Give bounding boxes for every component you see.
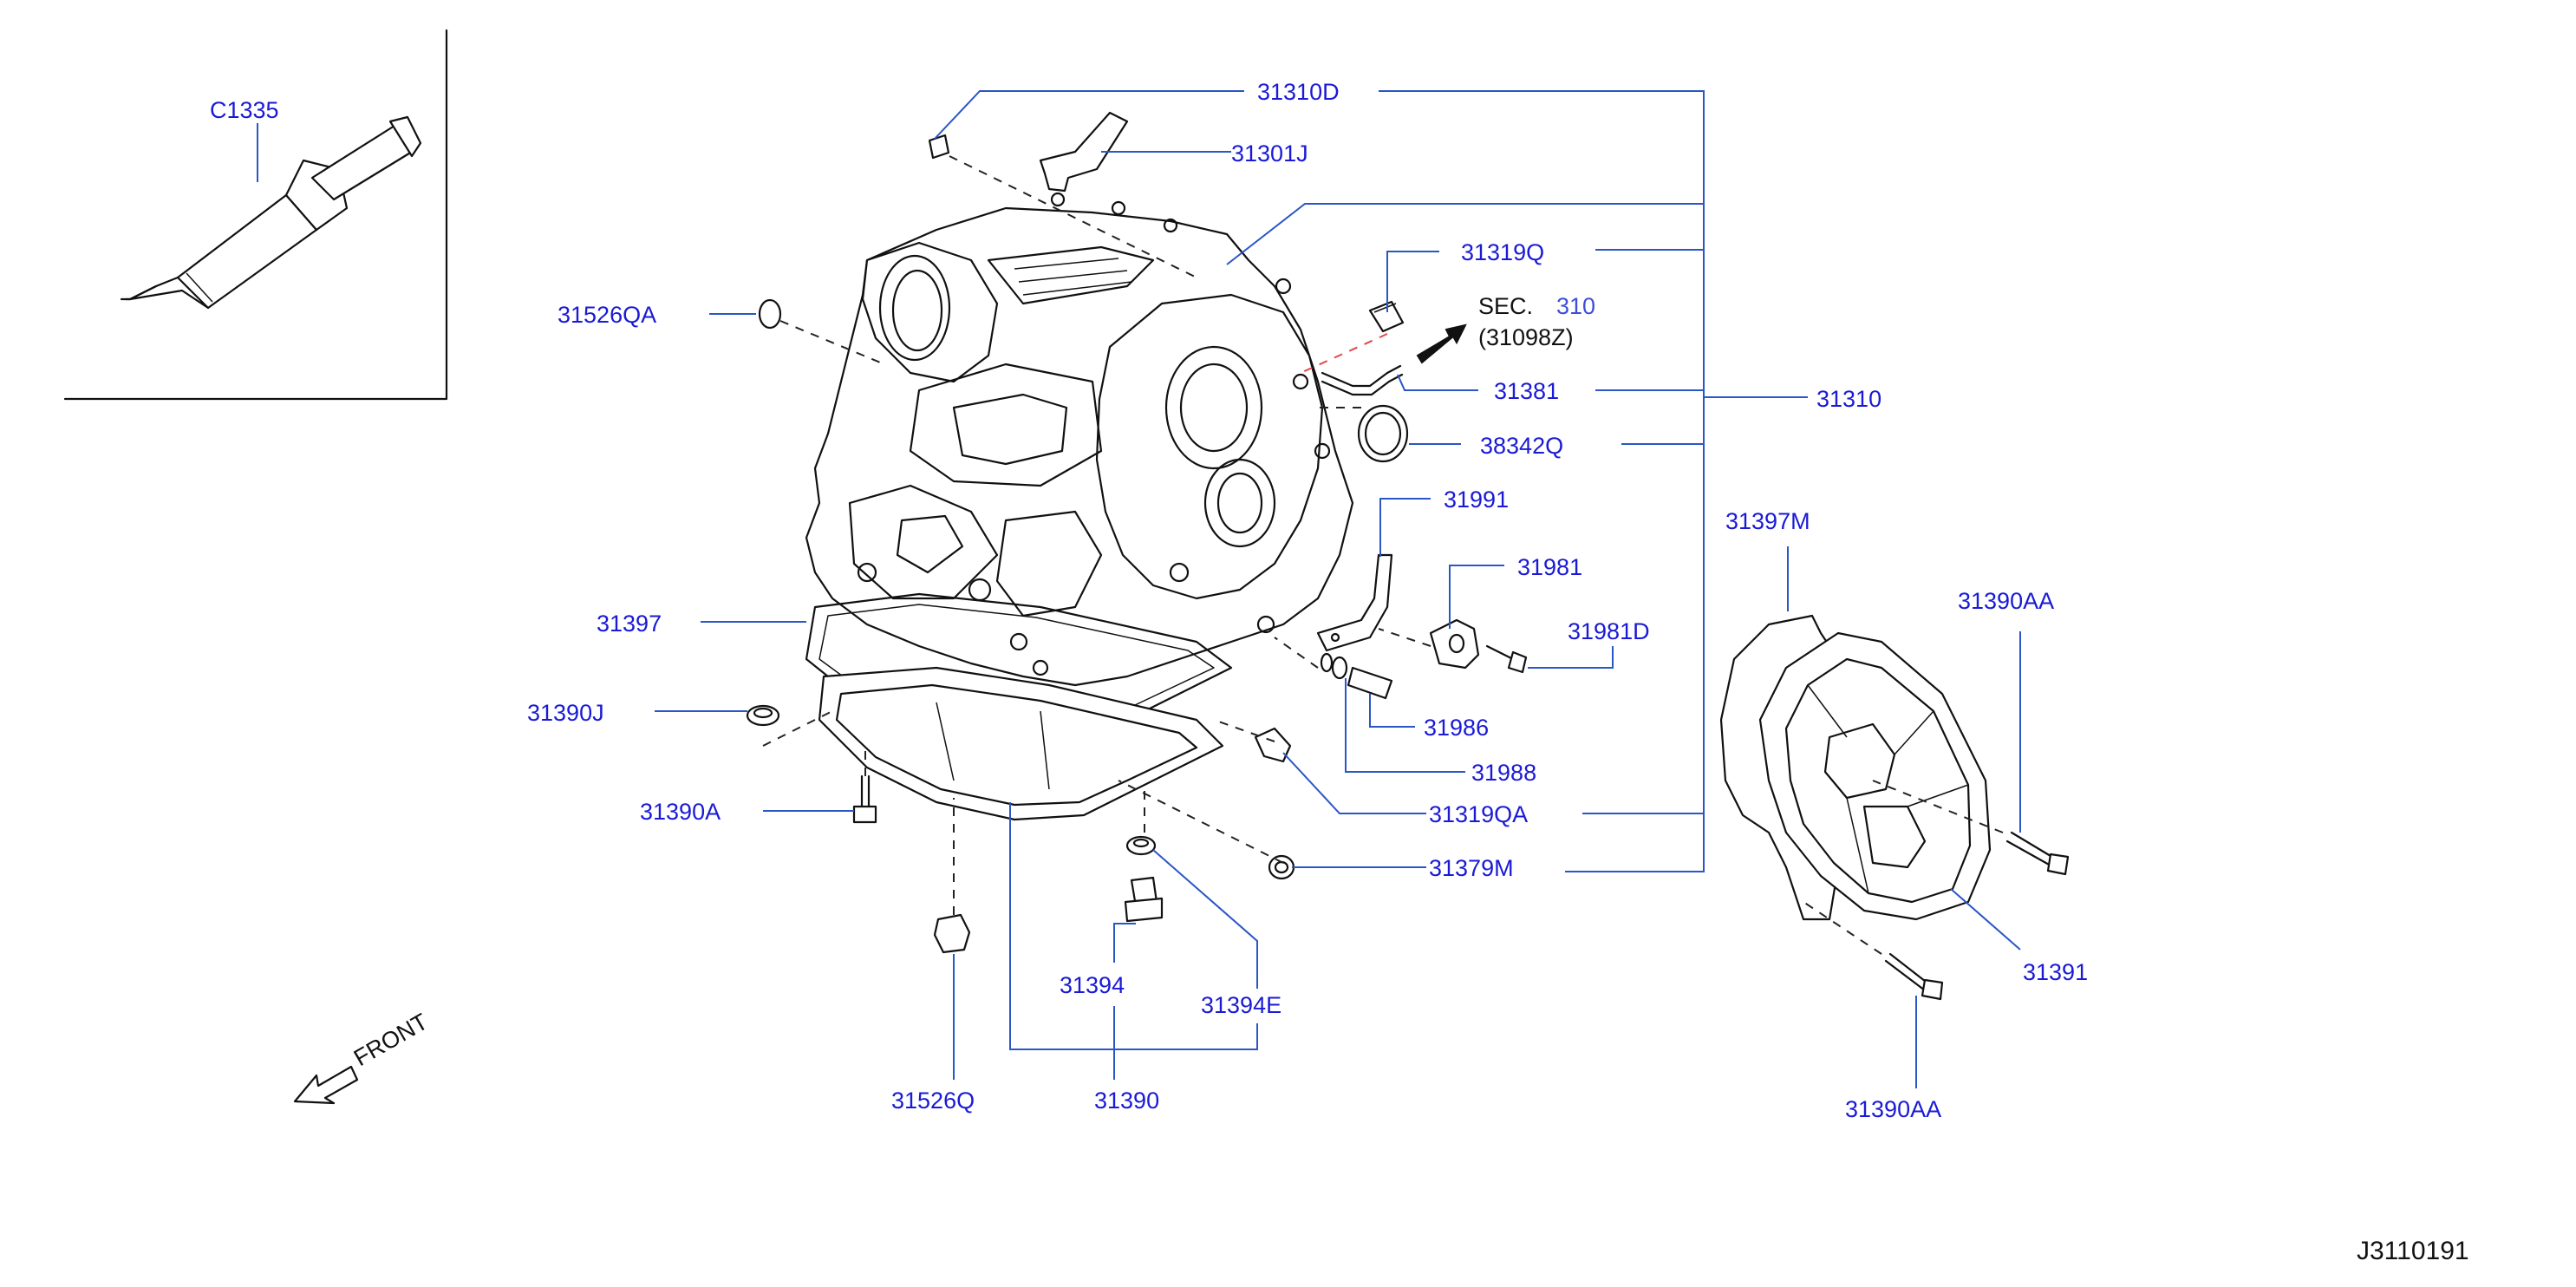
drain-plug-31526q[interactable]: [933, 913, 971, 954]
label-31988[interactable]: 31988: [1471, 760, 1536, 786]
oil-seal-38342q[interactable]: [1357, 404, 1409, 463]
sec-prefix: SEC.: [1478, 293, 1533, 319]
bolt-31981d[interactable]: [1485, 644, 1528, 674]
bracket-31301j[interactable]: [1039, 111, 1129, 193]
label-31981[interactable]: 31981: [1517, 554, 1582, 580]
sec-number: 310: [1556, 293, 1595, 319]
front-indicator: FRONT: [293, 1009, 433, 1105]
label-31394[interactable]: 31394: [1060, 972, 1125, 998]
part-labels[interactable]: C1335 31310D 31301J 31319Q 31526QA 31381…: [210, 79, 2088, 1122]
filled-arrow-icon: [1416, 323, 1467, 364]
hollow-arrow-icon: [293, 1065, 359, 1105]
side-cover[interactable]: [1758, 631, 1992, 921]
front-label: FRONT: [349, 1009, 433, 1071]
label-31397[interactable]: 31397: [597, 611, 662, 637]
label-31986[interactable]: 31986: [1424, 715, 1489, 741]
label-31394e[interactable]: 31394E: [1201, 992, 1281, 1018]
plug-31310d[interactable]: [928, 134, 950, 160]
transmission-case[interactable]: [805, 192, 1354, 687]
seal-31526qa[interactable]: [758, 298, 782, 330]
label-31381[interactable]: 31381: [1494, 378, 1559, 404]
diagram-code: J3110191: [2357, 1237, 2469, 1265]
plug-31319qa[interactable]: [1254, 727, 1292, 763]
o-ring-31988[interactable]: [1320, 652, 1348, 680]
sensor-31981[interactable]: [1429, 618, 1480, 670]
label-31526q[interactable]: 31526Q: [891, 1088, 975, 1114]
bolt-31390a[interactable]: [852, 774, 877, 824]
label-31310[interactable]: 31310: [1816, 386, 1881, 412]
label-38342q[interactable]: 38342Q: [1480, 433, 1563, 459]
label-31981d[interactable]: 31981D: [1568, 618, 1650, 644]
oil-pan[interactable]: [818, 666, 1224, 821]
label-31301j[interactable]: 31301J: [1231, 140, 1308, 167]
label-31379m[interactable]: 31379M: [1429, 855, 1514, 881]
pin-31986[interactable]: [1347, 666, 1393, 700]
washer-31394e[interactable]: [1125, 835, 1157, 856]
tube-31381[interactable]: [1321, 364, 1404, 396]
label-31319q[interactable]: 31319Q: [1461, 239, 1544, 265]
sealant-inset: [63, 29, 448, 401]
label-31390aa-top[interactable]: 31390AA: [1958, 588, 2054, 614]
bracket-31991[interactable]: [1316, 553, 1393, 652]
label-31526qa[interactable]: 31526QA: [558, 302, 656, 328]
label-31397m[interactable]: 31397M: [1725, 508, 1810, 534]
label-c1335[interactable]: C1335: [210, 97, 279, 123]
bolt-31390aa-top[interactable]: [2005, 831, 2070, 876]
leader-lines: [257, 90, 2021, 1088]
label-31391[interactable]: 31391: [2023, 959, 2088, 985]
bolt-31390aa-bottom[interactable]: [1884, 952, 1944, 1001]
drain-bolt-31394[interactable]: [1124, 876, 1164, 923]
label-31390j[interactable]: 31390J: [527, 700, 604, 726]
sec-subref: (31098Z): [1478, 324, 1574, 350]
label-31390a[interactable]: 31390A: [640, 799, 721, 825]
install-lines: [762, 155, 2004, 955]
label-31319qa[interactable]: 31319QA: [1429, 801, 1528, 827]
label-31390[interactable]: 31390: [1094, 1088, 1159, 1114]
label-31991[interactable]: 31991: [1444, 487, 1509, 513]
section-reference[interactable]: SEC. 310 (31098Z): [1416, 293, 1595, 364]
sealant-tube-icon[interactable]: [120, 115, 422, 310]
label-31310d[interactable]: 31310D: [1257, 79, 1340, 105]
plug-31319q[interactable]: [1368, 300, 1405, 333]
label-31390aa-bottom[interactable]: 31390AA: [1845, 1096, 1941, 1122]
washer-31390j[interactable]: [746, 704, 780, 727]
seal-31379m[interactable]: [1268, 854, 1295, 880]
